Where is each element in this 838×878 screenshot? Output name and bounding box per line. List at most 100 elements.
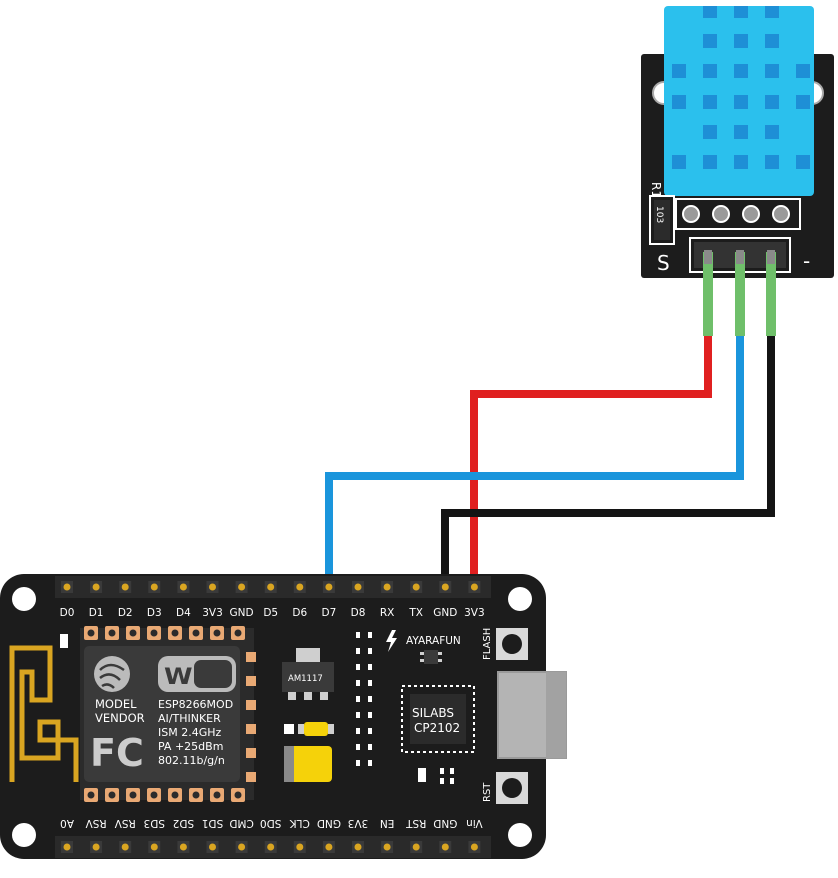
- wifi-logo-text: WiFi: [164, 665, 228, 690]
- pin-label-bottom: GND: [433, 817, 457, 829]
- pin-label-bottom: EN: [380, 817, 395, 829]
- esp-pad-hole: [150, 629, 158, 637]
- pin-label-bottom: 3V3: [348, 817, 369, 829]
- dht-resistor-value: 103: [654, 206, 664, 223]
- pin-label-top: TX: [408, 607, 423, 619]
- pin-label-bottom: SD0: [260, 817, 281, 829]
- header-pin-dot: [92, 843, 100, 851]
- pin-label-bottom: RSV: [85, 817, 107, 829]
- dht-header-pins: [703, 252, 776, 336]
- dht-sensor-pins: [675, 198, 801, 230]
- rst-label: RST: [482, 782, 493, 802]
- header-pin-dot: [296, 583, 304, 591]
- usb-chip-label: SILABS: [412, 706, 454, 720]
- header-pin-dot: [354, 583, 362, 591]
- nodemcu-mount-hole: [508, 823, 532, 847]
- esp-pad-hole: [87, 629, 95, 637]
- header-pin-dot: [267, 583, 275, 591]
- board-traces: [356, 632, 372, 766]
- pin-label-bottom: SD2: [173, 817, 194, 829]
- usb-serial-chip: SILABS CP2102: [401, 685, 475, 753]
- pin-label-bottom: SD1: [202, 817, 223, 829]
- esp-pad-hole: [234, 629, 242, 637]
- pin-label-top: 3V3: [464, 607, 485, 619]
- pin-label-bottom: Vin: [466, 817, 483, 829]
- header-pin-dot: [325, 843, 333, 851]
- flash-button[interactable]: [496, 628, 528, 660]
- reset-button[interactable]: [496, 772, 528, 804]
- esp-pad-hole: [192, 629, 200, 637]
- header-pin-dot: [179, 843, 187, 851]
- pin-label-bottom: A0: [60, 817, 74, 829]
- header-pin-dot: [354, 843, 362, 851]
- regulator-label: AM1117: [288, 674, 323, 684]
- esp-module-line: PA +25dBm: [158, 740, 223, 753]
- esp-pad-hole: [108, 791, 116, 799]
- pin-label-top: D8: [351, 607, 366, 619]
- esp-pad-hole: [129, 629, 137, 637]
- header-pin-dot: [63, 843, 71, 851]
- header-pin-dot: [383, 843, 391, 851]
- wire-red: [470, 336, 712, 592]
- esp-pad-hole: [129, 791, 137, 799]
- pin-label-top: D2: [118, 607, 133, 619]
- header-pin-dot: [179, 583, 187, 591]
- nodemcu-mount-hole: [508, 587, 532, 611]
- esp-side-pads: [246, 652, 256, 782]
- tantalum-capacitor: [284, 746, 332, 782]
- pin-label-bottom: GND: [317, 817, 341, 829]
- fcc-logo: FC: [90, 731, 144, 775]
- esp-module-pads: [84, 626, 245, 802]
- pin-label-top: 3V3: [202, 607, 223, 619]
- nodemcu-mount-hole: [12, 587, 36, 611]
- header-pin-dot: [63, 583, 71, 591]
- antenna: [9, 645, 79, 782]
- header-pin-dot: [412, 843, 420, 851]
- pin-label-bottom: SD3: [144, 817, 165, 829]
- header-pin-dot: [470, 583, 478, 591]
- dht-signal-label: S: [657, 251, 670, 275]
- header-pin-dot: [441, 583, 449, 591]
- pin-label-top: D5: [263, 607, 278, 619]
- pin-label-top: GND: [230, 607, 254, 619]
- esp-pad-hole: [192, 791, 200, 799]
- esp-pad-hole: [213, 791, 221, 799]
- esp-pad-hole: [150, 791, 158, 799]
- dht-sensor-grille: [672, 6, 810, 169]
- esp-module-line: 802.11b/g/n: [158, 754, 225, 767]
- lightning-icon: [386, 630, 397, 652]
- pin-label-top: D7: [322, 607, 337, 619]
- brand-label: AYARAFUN: [406, 635, 461, 647]
- usb-chip-label: CP2102: [414, 721, 460, 735]
- header-pin-dot: [209, 843, 216, 851]
- wire-blue: [325, 336, 744, 586]
- esp-pad-hole: [171, 629, 179, 637]
- esp-pad-hole: [213, 629, 221, 637]
- header-pin-dot: [267, 843, 275, 851]
- header-pin-dot: [209, 583, 216, 591]
- pin-label-top: D6: [292, 607, 307, 619]
- small-capacitor: [304, 722, 328, 736]
- pin-label-top: RX: [380, 607, 395, 619]
- pin-label-bottom: RSV: [114, 817, 136, 829]
- nodemcu-mount-hole: [12, 823, 36, 847]
- header-pin-dot: [121, 583, 129, 591]
- header-pin-dot: [150, 583, 158, 591]
- header-pin-dot: [296, 843, 304, 851]
- header-pin-dot: [150, 843, 158, 851]
- voltage-regulator: AM1117: [282, 648, 334, 700]
- dht-ground-label: -: [803, 249, 810, 273]
- pin-label-top: D1: [89, 607, 104, 619]
- bottom-header-pins: [61, 841, 481, 853]
- esp-pad-hole: [108, 629, 116, 637]
- header-pin-dot: [238, 843, 246, 851]
- wire-black: [441, 336, 775, 590]
- pin-label-top: GND: [433, 607, 457, 619]
- header-pin-dot: [470, 843, 478, 851]
- pin-label-top: D4: [176, 607, 191, 619]
- pin-label-top: D3: [147, 607, 162, 619]
